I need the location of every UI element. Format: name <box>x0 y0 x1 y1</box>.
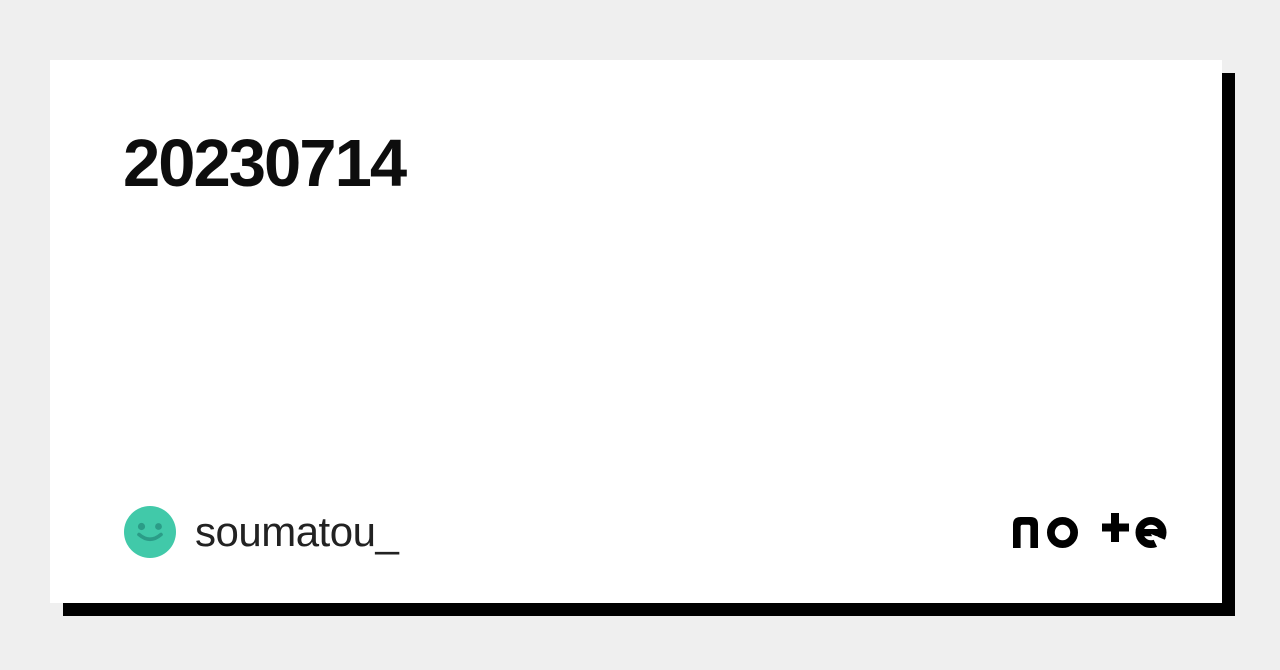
author-name: soumatou_ <box>195 508 399 555</box>
note-logo-icon <box>1013 513 1168 551</box>
author-row: soumatou_ <box>124 506 399 558</box>
smiley-face-icon <box>124 506 176 558</box>
article-title: 20230714 <box>123 126 407 201</box>
note-logo: note <box>1013 512 1168 551</box>
article-card: 20230714 soumatou_ note <box>50 60 1222 603</box>
